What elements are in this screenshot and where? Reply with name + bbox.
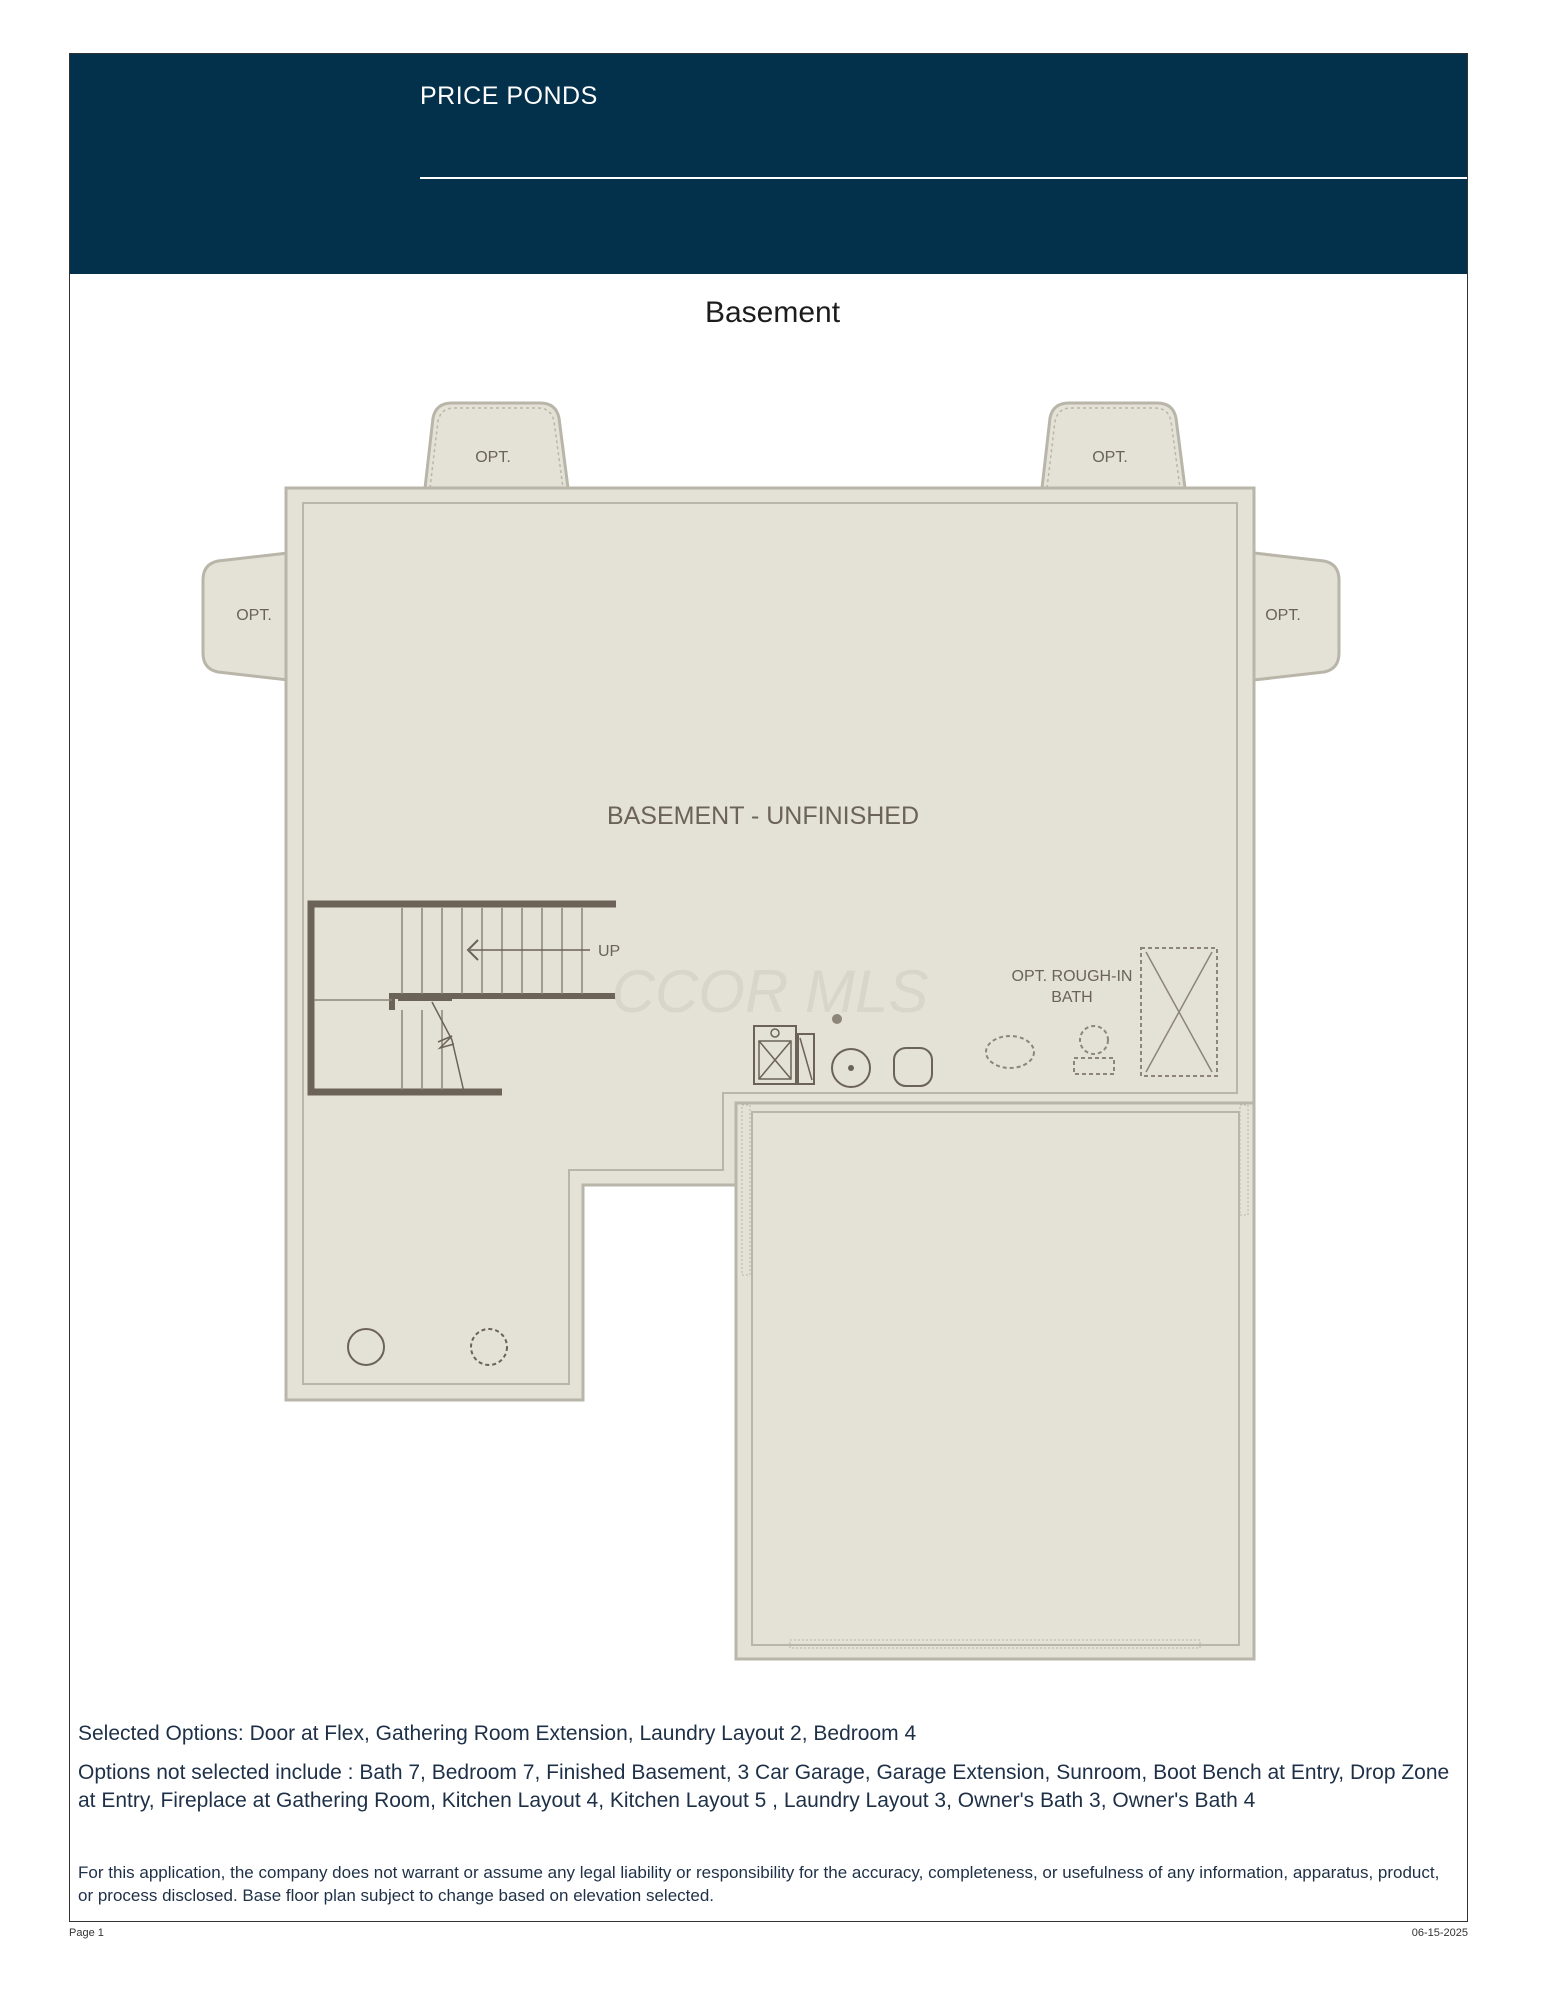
opt-bay-top-right: OPT.	[1040, 401, 1187, 490]
rough-in-label-line1: OPT. ROUGH-IN	[1012, 968, 1133, 985]
basement-inner-wall	[302, 502, 1238, 1385]
opt-label-top-right: OPT.	[1092, 449, 1128, 466]
disclaimer: For this application, the company does n…	[78, 1863, 1440, 1905]
opt-label-left: OPT.	[236, 607, 272, 624]
selected-options: Selected Options: Door at Flex, Gatherin…	[78, 1722, 917, 1745]
stairs: UP	[307, 900, 620, 1096]
opt-bay-left: OPT.	[201, 551, 290, 682]
header-banner: PRICE PONDS	[70, 54, 1467, 274]
page-number: Page 1	[69, 1927, 104, 1939]
print-date: 06-15-2025	[1411, 1927, 1468, 1939]
garage-area	[734, 1101, 1256, 1661]
page-frame	[69, 53, 1468, 1922]
community-name: PRICE PONDS	[420, 82, 598, 110]
stair-up-label: UP	[598, 943, 620, 960]
opt-bay-top-left: OPT.	[423, 401, 570, 490]
room-label: BASEMENT - UNFINISHED	[607, 802, 919, 830]
rough-in-label-line2: BATH	[1051, 989, 1092, 1006]
rough-in-fixtures	[985, 947, 1218, 1077]
opt-label-right: OPT.	[1265, 607, 1301, 624]
floor-title: Basement	[704, 296, 841, 329]
opt-bay-right: OPT.	[1252, 551, 1341, 682]
header-divider	[420, 177, 1467, 179]
options-not-selected: Options not selected include : Bath 7, B…	[78, 1761, 1450, 1812]
watermark: CCOR MLS	[612, 958, 929, 1025]
opt-label-top-left: OPT.	[475, 449, 511, 466]
mechanical-equipment	[753, 1014, 933, 1088]
sump-pits	[347, 1328, 508, 1366]
